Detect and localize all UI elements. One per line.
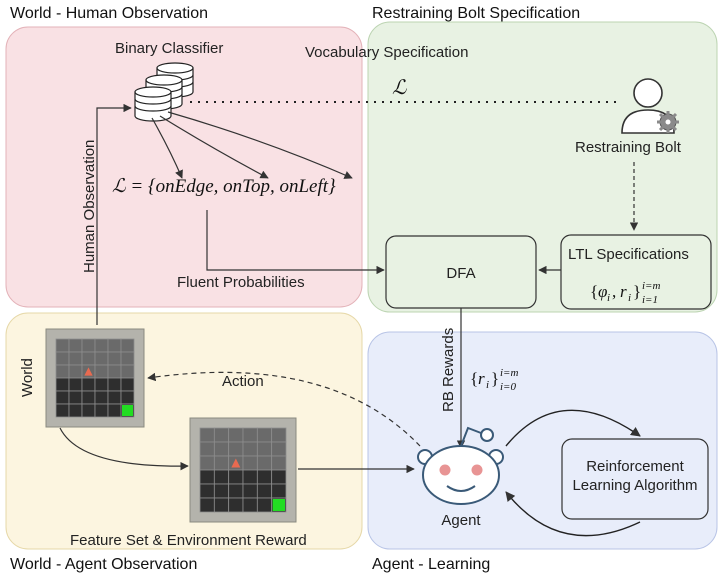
classifier-arrow-1: [151, 117, 183, 179]
feature-set-label: Feature Set & Environment Reward: [70, 532, 307, 549]
vocab-symbol: ℒ: [392, 77, 407, 99]
rl-algorithm-label-line2: Learning Algorithm: [572, 477, 697, 494]
agent-to-rl-arrow: [505, 409, 641, 447]
reward-set-formula: { r i } i=m i=0: [470, 367, 518, 393]
fluent-probabilities-arrow: [206, 210, 385, 275]
svg-text:i=0: i=0: [500, 381, 516, 393]
agent-label: Agent: [441, 512, 481, 529]
svg-text:{: {: [590, 282, 598, 301]
caption-world-agent: World - Agent Observation: [10, 556, 197, 573]
agent-robot-icon: [417, 426, 504, 505]
world-to-observation-arrow: [59, 427, 189, 471]
svg-text:i=m: i=m: [642, 280, 660, 292]
svg-text:}: }: [491, 369, 499, 388]
classifier-arrow-2: [159, 115, 269, 179]
rl-algorithm-label-line1: Reinforcement: [586, 458, 684, 475]
svg-text:}: }: [633, 282, 641, 301]
ltl-formula: { φ i , r i } i=m i=1: [590, 280, 660, 306]
svg-text:φ: φ: [598, 282, 607, 301]
ltl-spec-box: [560, 234, 712, 310]
restraining-bolt-label: Restraining Bolt: [575, 139, 682, 156]
action-label: Action: [222, 373, 264, 390]
svg-text:r: r: [478, 369, 485, 388]
rl-to-agent-arrow: [505, 491, 641, 537]
vocabulary-spec-label: Vocabulary Specification: [305, 44, 468, 61]
human-observation-arrow: [96, 103, 132, 325]
world-grid: [45, 328, 145, 428]
svg-text:i=m: i=m: [500, 367, 518, 379]
database-stack-icon: [134, 62, 194, 122]
svg-text:i: i: [628, 292, 631, 304]
region-world-human: [5, 26, 363, 308]
ltl-spec-label: LTL Specifications: [568, 246, 689, 263]
vocabulary-set-formula: ℒ = {onEdge, onTop, onLeft}: [112, 176, 336, 197]
svg-text:i=1: i=1: [642, 294, 658, 306]
restraining-bolt-user-icon: [621, 78, 679, 134]
binary-classifier-label: Binary Classifier: [115, 40, 223, 57]
human-observation-label: Human Observation: [81, 140, 98, 273]
world-label: World: [19, 358, 36, 397]
caption-agent-learning: Agent - Learning: [372, 556, 490, 573]
svg-text:,: ,: [612, 282, 616, 301]
classifier-arrow-3: [167, 111, 353, 179]
svg-text:{: {: [470, 369, 478, 388]
rb-rewards-label: RB Rewards: [440, 328, 457, 412]
svg-text:i: i: [607, 292, 610, 304]
svg-text:i: i: [486, 379, 489, 391]
fluent-probabilities-label: Fluent Probabilities: [177, 274, 305, 291]
svg-text:r: r: [620, 282, 627, 301]
rl-algorithm-box: [561, 438, 709, 520]
action-arrow: [147, 371, 421, 447]
caption-bolt-spec: Restraining Bolt Specification: [372, 5, 580, 22]
caption-world-human: World - Human Observation: [10, 5, 208, 22]
dfa-label: DFA: [446, 265, 475, 282]
agent-observation-grid: [189, 417, 297, 523]
